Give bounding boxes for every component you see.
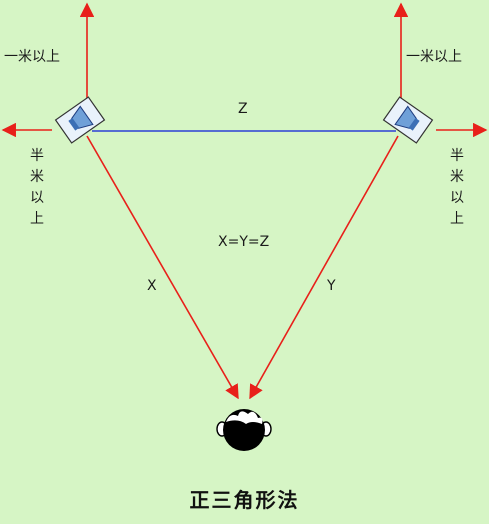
right-speaker-icon [382, 96, 434, 144]
label-top-right: 一米以上 [406, 49, 462, 65]
edge-y-line [249, 135, 399, 400]
label-edge-z: Z [238, 101, 248, 117]
left-speaker-icon [54, 96, 106, 144]
edge-x-line [86, 135, 239, 400]
caption-title: 正三角形法 [189, 488, 300, 512]
label-equation: X=Y=Z [218, 234, 269, 250]
label-right-char-2: 米 [450, 169, 464, 185]
label-left-char-4: 上 [30, 211, 44, 227]
label-edge-x: X [147, 278, 157, 294]
label-edge-y: Y [326, 278, 336, 294]
listener-head-icon [216, 409, 272, 451]
label-right-char-3: 以 [450, 190, 464, 206]
label-left-char-1: 半 [30, 148, 44, 164]
label-top-left: 一米以上 [4, 49, 60, 65]
label-left-char-2: 米 [30, 169, 44, 185]
label-right-char-1: 半 [450, 148, 464, 164]
label-right-char-4: 上 [450, 211, 464, 227]
label-left-char-3: 以 [30, 190, 44, 206]
